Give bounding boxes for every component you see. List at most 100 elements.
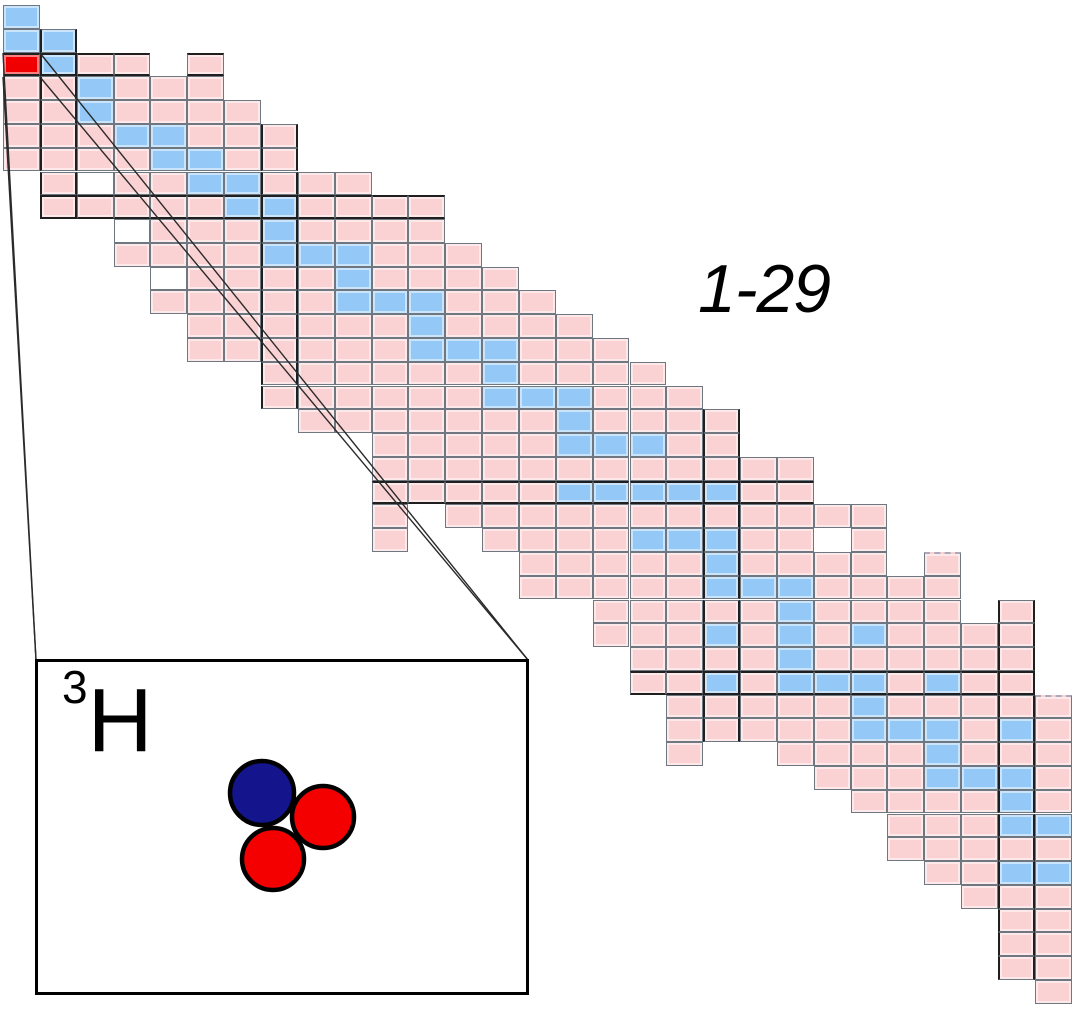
nuclide-cell-K-48 — [666, 694, 704, 719]
nuclide-cell-Cl-36 — [592, 456, 630, 481]
nuclide-cell-Cl-37 — [592, 480, 630, 505]
nuclide-cell-P-37 — [518, 528, 556, 552]
nuclide-cell-Sc-47 — [740, 623, 777, 648]
nuclide-cell-Mg-31 — [408, 456, 446, 481]
nuclide-cell-Na-28 — [371, 409, 409, 434]
nuclide-cell-Ar-45 — [629, 647, 667, 671]
nuclide-cell-Li-7 — [76, 100, 114, 124]
nuclide-cell-He-7 — [39, 123, 77, 148]
nuclide-cell-F-21 — [297, 290, 335, 315]
nuclide-cell-Fe-59 — [924, 789, 962, 814]
nuclide-cell-Cl-38 — [592, 504, 630, 529]
callout-line — [39, 76, 529, 661]
nuclide-cell-S-36 — [555, 480, 593, 505]
nuclide-cell-N-13 — [224, 147, 261, 172]
nuclide-cell-Na-23 — [371, 290, 409, 315]
nuclide-cell-N-12 — [224, 123, 261, 148]
nuclide-cell-Be-6 — [113, 52, 151, 77]
nuclide-cell-Mg-30 — [408, 433, 446, 457]
nuclide-cell-O-20 — [260, 290, 298, 315]
nuclide-cell-C-10 — [187, 100, 225, 124]
nuclide-cell-Cl-33 — [592, 385, 630, 410]
nuclide-cell-H-7 — [3, 147, 40, 172]
nuclide-cell-Ar-37 — [629, 456, 667, 481]
nuclide-cell-Fe-58 — [924, 766, 962, 790]
nuclide-cell-Co-53 — [961, 623, 998, 648]
nuclide-cell-V-52 — [813, 694, 851, 719]
nuclide-cell-S-33 — [555, 409, 593, 434]
nuclide-cell-Mn-49 — [887, 575, 925, 600]
nuclide-cell-Al-24 — [445, 266, 483, 291]
nuclide-cell-Cr-49 — [850, 599, 888, 624]
nuclide-cell-Ti-50 — [776, 670, 814, 695]
nuclide-cell-Cu-67 — [1034, 908, 1072, 933]
neutron-circle — [239, 825, 307, 893]
nuclide-cell-Ar-44 — [629, 623, 667, 648]
nuclide-cell-Ar-39 — [629, 504, 667, 529]
nuclide-cell-Ne-17 — [334, 171, 372, 196]
nuclide-cell-Al-25 — [445, 290, 483, 315]
nuclide-cell-Li-6 — [76, 76, 114, 101]
nuclide-cell-P-33 — [518, 433, 556, 457]
nuclide-cell-Fe-56 — [924, 718, 962, 743]
nuclide-cell-He-9 — [39, 171, 77, 196]
nuclide-cell-Si-34 — [482, 480, 519, 505]
nuclide-cell-C-12 — [187, 147, 225, 172]
nuclide-cell-Cr-51 — [850, 647, 888, 671]
nuclide-cell-Cu-60 — [1034, 742, 1072, 766]
nuclide-cell-Cl-40 — [592, 551, 630, 576]
nuclide-cell-N-21 — [224, 337, 261, 362]
nuclide-cell-K-41 — [666, 528, 704, 552]
nuclide-cell-Ti-43 — [776, 504, 814, 529]
nuclide-cell-Ne-20 — [334, 242, 372, 267]
nuclide-cell-K-43 — [666, 575, 704, 600]
nuclide-cell-Cr-48 — [850, 575, 888, 600]
nuclide-cell-Ti-42 — [776, 480, 814, 505]
nuclide-cell-Be-10 — [113, 147, 151, 172]
nuclide-cell-Na-20 — [371, 219, 409, 243]
nuclide-cell-K-45 — [666, 623, 704, 648]
nuclide-cell-H-1 — [3, 5, 40, 29]
nuclide-cell-Ni-67 — [998, 932, 1035, 957]
nuclide-cell-V-46 — [813, 551, 851, 576]
nuclide-cell-Na-26 — [371, 361, 409, 386]
nuclide-cell-Al-26 — [445, 314, 483, 338]
nuclide-cell-Na-29 — [371, 433, 409, 457]
nuclide-cell-N-14 — [224, 171, 261, 196]
nuclide-cell-Ti-46 — [776, 575, 814, 600]
nuclide-cell-Ni-66 — [998, 908, 1035, 933]
nuclide-cell-C-13 — [187, 171, 225, 196]
nuclide-cell-O-24 — [260, 385, 298, 410]
nuclide-cell-N-20 — [224, 314, 261, 338]
nuclide-cell-Cl-34 — [592, 409, 630, 434]
nuclide-cell-Si-33 — [482, 456, 519, 481]
nuclide-cell-P-27 — [518, 290, 556, 315]
nuclide-cell-Fe-52 — [924, 623, 962, 648]
nuclide-cell-Ni-58 — [998, 718, 1035, 743]
nuclide-cell-Co-57 — [961, 718, 998, 743]
nuclide-cell-Cl-31 — [592, 337, 630, 362]
nuclide-cell-N-16 — [224, 219, 261, 243]
nuclide-cell-Cr-54 — [850, 718, 888, 743]
nuclide-cell-O-15 — [260, 171, 298, 196]
nuclide-cell-Co-61 — [961, 813, 998, 838]
nuclide-cell-F-23 — [297, 337, 335, 362]
nuclide-cell-C-19 — [187, 314, 225, 338]
nuclide-cell-N-18 — [224, 266, 261, 291]
callout-line — [39, 52, 529, 661]
nuclide-cell-Ar-34 — [629, 385, 667, 410]
nuclide-cell-Mg-28 — [408, 385, 446, 410]
nuclide-cell-S-30 — [555, 337, 593, 362]
nuclide-cell-V-47 — [813, 575, 851, 600]
nuclide-cell-Ti-47 — [776, 599, 814, 624]
nuclide-cell-Co-55 — [961, 670, 998, 695]
nuclide-cell-Be-13 — [113, 219, 151, 243]
nuclide-cell-Mg-24 — [408, 290, 446, 315]
nuclide-cell-Be-11 — [113, 171, 151, 196]
nuclide-cell-Cu-58 — [1034, 694, 1072, 719]
nuclide-cell-Cu-61 — [1034, 766, 1072, 790]
nuclide-cell-Mg-21 — [408, 219, 446, 243]
nuclide-cell-Ar-36 — [629, 433, 667, 457]
nuclide-cell-Fe-53 — [924, 647, 962, 671]
